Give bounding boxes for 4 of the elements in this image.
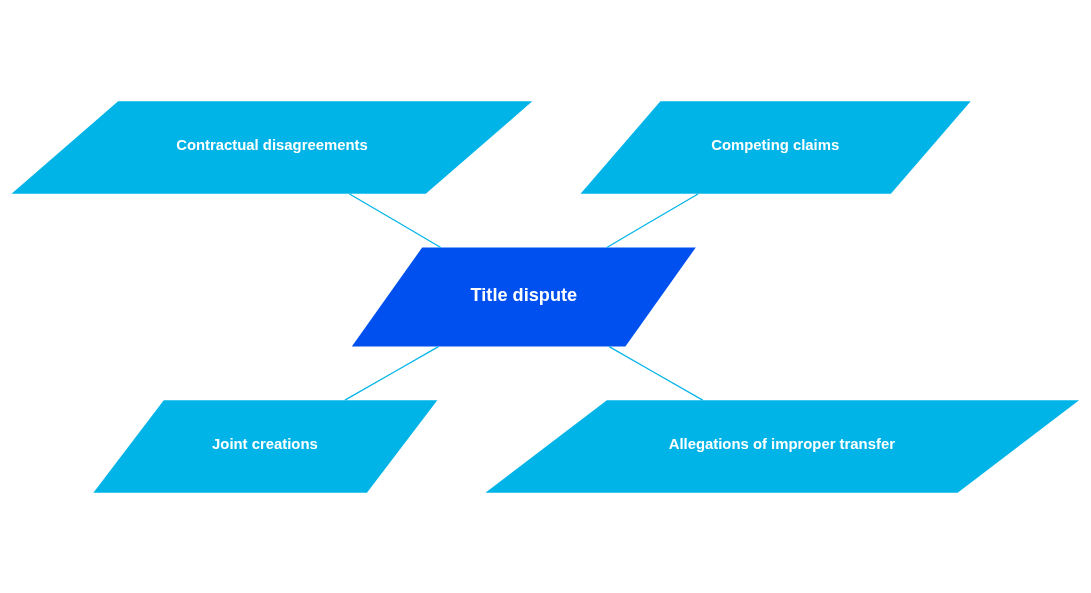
connector — [606, 192, 699, 248]
connector — [344, 345, 440, 401]
connector — [348, 192, 442, 248]
connector — [608, 345, 704, 401]
